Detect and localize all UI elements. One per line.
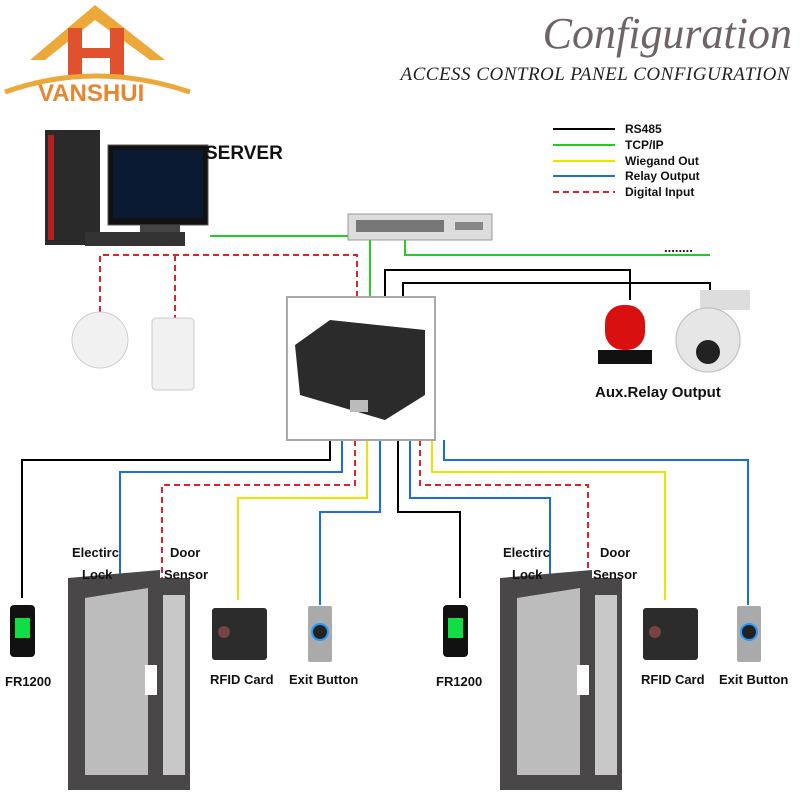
logo — [4, 5, 191, 95]
legend-swatches — [553, 128, 615, 193]
page-title: Configuration — [542, 9, 792, 58]
door-sensor-label: Door — [600, 545, 631, 560]
reader-label: FR1200 — [436, 674, 483, 689]
fingerprint-reader-icon — [10, 605, 35, 657]
alarm-light-icon — [598, 305, 652, 364]
door-sensor-label: Door — [170, 545, 201, 560]
rfid-keypad-icon — [643, 608, 698, 660]
aux-relay-label: Aux.Relay Output — [595, 384, 721, 401]
server-label: SERVER — [205, 143, 283, 164]
rfid-label: RFID Card — [210, 672, 274, 687]
exit-button-icon — [737, 606, 761, 662]
door-sensor-label: Sensor — [593, 567, 638, 582]
access-controller-panel — [286, 296, 436, 441]
legend-tcpip: TCP/IP — [625, 138, 664, 152]
more-devices-label: ........ — [664, 240, 693, 255]
exit-button-label: Exit Button — [289, 672, 359, 687]
legend-digital-input: Digital Input — [625, 185, 695, 199]
smoke-detector-icon — [71, 311, 129, 369]
door-icon — [500, 570, 622, 790]
network-switch-icon — [347, 213, 493, 241]
exit-button-icon — [308, 606, 332, 662]
logo-brand: VANSHUI — [38, 80, 145, 107]
electric-lock-label: Electirc — [503, 545, 550, 560]
rfid-keypad-icon — [212, 608, 267, 660]
page-subtitle: ACCESS CONTROL PANEL CONFIGURATION — [400, 64, 790, 85]
wiring — [21, 235, 749, 605]
fingerprint-reader-icon — [443, 605, 468, 657]
electric-lock-label: Electirc — [72, 545, 119, 560]
server-computer-icon — [45, 130, 209, 246]
motion-sensor-icon — [151, 317, 195, 391]
reader-label: FR1200 — [5, 674, 52, 689]
legend-rs485: RS485 — [625, 122, 662, 136]
legend-relay: Relay Output — [625, 169, 700, 183]
dome-camera-icon — [675, 290, 750, 373]
legend-wiegand: Wiegand Out — [625, 154, 699, 168]
electric-lock-label: Lock — [82, 567, 113, 582]
electric-lock-label: Lock — [512, 567, 543, 582]
rfid-label: RFID Card — [641, 672, 705, 687]
door-icon — [68, 570, 190, 790]
exit-button-label: Exit Button — [719, 672, 789, 687]
door-sensor-label: Sensor — [164, 567, 209, 582]
